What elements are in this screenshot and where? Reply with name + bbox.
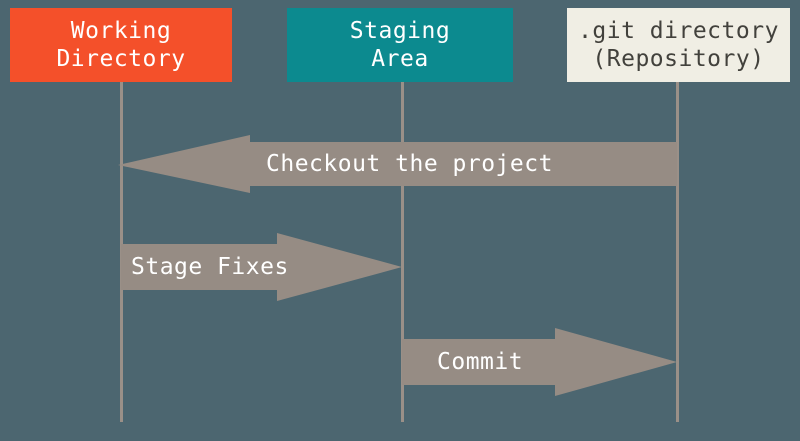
arrow-stage-fixes-label: Stage Fixes [131,254,289,280]
lifeline-git-directory [676,82,679,422]
lifeline-staging-area [401,82,404,422]
arrow-checkout-shape [118,135,677,193]
arrow-commit-label: Commit [437,349,524,375]
node-working-directory: Working Directory [10,8,232,82]
arrow-checkout-label: Checkout the project [266,151,553,177]
node-git-directory: .git directory (Repository) [567,8,790,82]
arrow-stage-fixes-shape [121,233,402,301]
node-staging-area: Staging Area [287,8,513,82]
arrow-commit-shape [402,328,677,396]
